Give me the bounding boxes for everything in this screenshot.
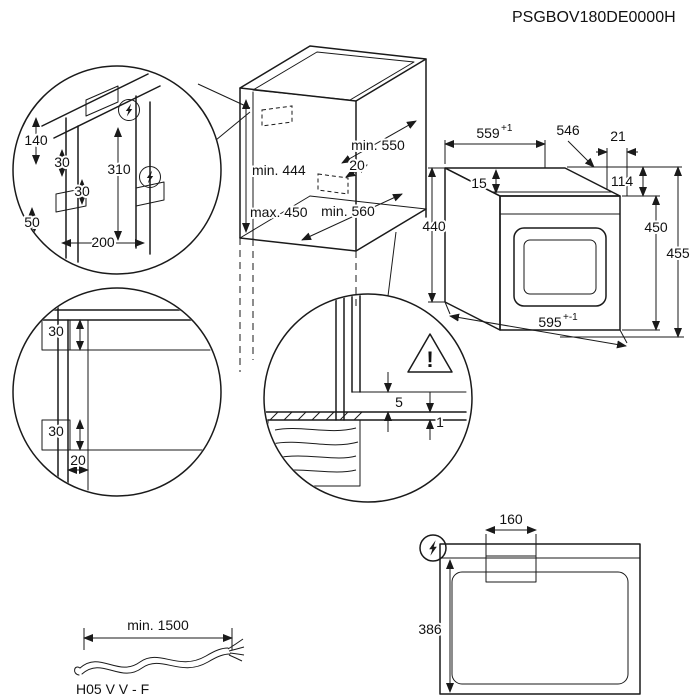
oven-drawing: 559 +1 546 21 15 114 450 455 440 595 (420, 120, 692, 349)
oven-depth-body-tolerance: +1 (501, 123, 513, 134)
warning-mark: ! (426, 347, 433, 372)
oven-height-back-label: 440 (422, 218, 446, 234)
oven-height-front-label: 450 (644, 219, 668, 235)
top-view-drawing: 160 386 (416, 509, 641, 695)
warning-triangle-icon: ! (407, 333, 453, 374)
detail-gap-content (265, 295, 467, 487)
detail-circle-niche: 30 30 20 (12, 287, 222, 497)
outlet-zone-left (55, 187, 87, 213)
detail-circle-gap: 5 1 ! (263, 231, 473, 503)
dim-386-label: 386 (418, 621, 442, 637)
dim-30-side-label: 30 (74, 183, 90, 199)
connection-box (485, 555, 537, 583)
door-thickness-label: 21 (610, 128, 626, 144)
electrical-icon (419, 534, 447, 562)
outlet-marker (261, 105, 293, 127)
outlet-zone-right (135, 181, 165, 207)
dim-20-label: 20 (349, 157, 365, 173)
dim-15-label: 15 (471, 175, 487, 191)
niche-max-height-label: max. 450 (250, 204, 308, 220)
electrical-icon (139, 166, 161, 188)
dim-200-label: 200 (91, 234, 115, 250)
dim-1-label: 1 (436, 414, 444, 430)
cable-min-length-label: min. 1500 (127, 617, 189, 633)
dim-160-label: 160 (499, 511, 523, 527)
detail-outlet-content (28, 73, 165, 263)
dim-114-label: 114 (611, 173, 634, 189)
electrical-icon (118, 99, 140, 121)
dim-20-label: 20 (70, 452, 86, 468)
dim-310-label: 310 (107, 161, 131, 177)
dim-30-lower-label: 30 (48, 423, 64, 439)
niche-min-depth-label: min. 560 (321, 203, 375, 219)
oven-depth-total-label: 595 (538, 314, 562, 330)
niche-min-width-label: min. 550 (351, 137, 405, 153)
oven-height-total-label: 455 (666, 245, 690, 261)
dim-140-label: 140 (24, 132, 48, 148)
model-code: PSGBOV180DE0000H (512, 9, 676, 26)
cable-outline (79, 647, 229, 669)
outlet-zone-top (85, 85, 119, 117)
dim-30-top-label: 30 (54, 154, 70, 170)
dim-30-upper-label: 30 (48, 323, 64, 339)
dim-50-label: 50 (24, 214, 40, 230)
oven-depth-total-tolerance: +-1 (563, 312, 578, 323)
dim-5-label: 5 (395, 394, 403, 410)
detail-circle-outlet: 140 30 310 30 50 200 (12, 65, 251, 275)
outlet-marker (317, 173, 349, 195)
cabinet-drawing: min. 444 max. 450 min. 550 20 min. 560 (239, 45, 427, 372)
door-window (513, 227, 607, 307)
drill-zone-bottom (41, 419, 71, 451)
leader-line (215, 111, 251, 141)
drill-zone-top (41, 319, 71, 351)
leader-line (197, 83, 251, 109)
dim-546-label: 546 (556, 122, 580, 138)
detail-niche-content (29, 294, 211, 491)
niche-min-height-label: min. 444 (252, 162, 306, 178)
cable-drawing: min. 1500 H05 V V - F (74, 615, 245, 699)
leader-line (387, 231, 397, 297)
cable-type-label: H05 V V - F (76, 681, 149, 697)
oven-depth-body-label: 559 (476, 125, 500, 141)
